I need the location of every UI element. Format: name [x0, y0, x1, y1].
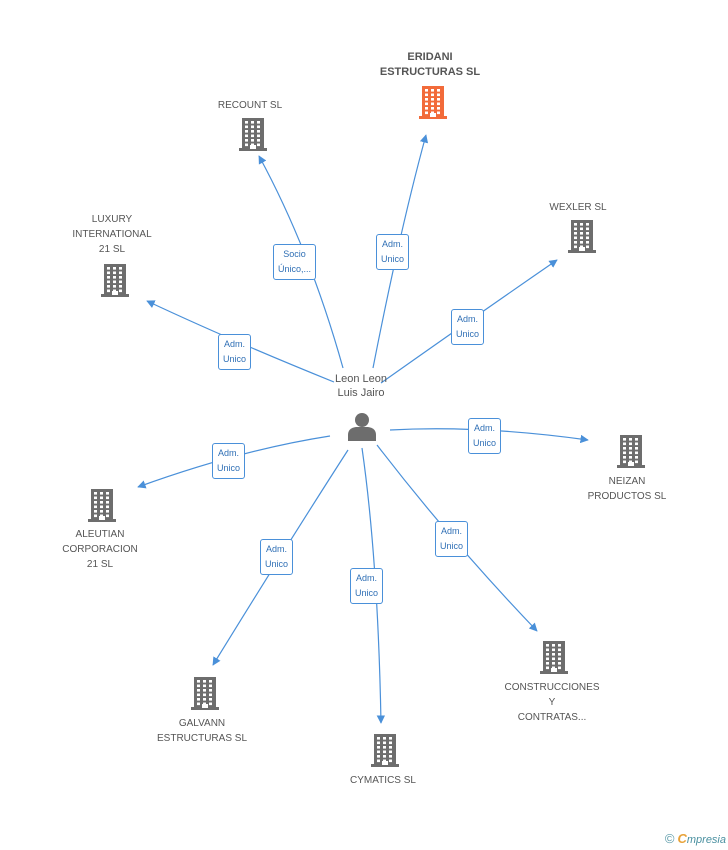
company-label-wexler[interactable]: WEXLER SL [549, 202, 607, 213]
person-icon[interactable] [347, 411, 377, 441]
building-icon[interactable] [417, 84, 449, 120]
copyright-symbol: © [664, 831, 675, 846]
relation-label-recount[interactable]: Socio Único,... [273, 244, 317, 280]
building-icon[interactable] [237, 116, 269, 152]
relation-label-wexler[interactable]: Adm. Unico [451, 309, 485, 345]
relation-label-cymatics[interactable]: Adm. Unico [350, 568, 384, 604]
person-name[interactable]: Leon Leon Luis Jairo [335, 373, 387, 399]
company-label-aleutian[interactable]: ALEUTIAN CORPORACION 21 SL [62, 529, 138, 570]
relation-label-galvann[interactable]: Adm. Unico [260, 539, 294, 575]
company-label-galvann[interactable]: GALVANN ESTRUCTURAS SL [156, 718, 248, 744]
relation-label-eridani[interactable]: Adm. Unico [376, 234, 410, 270]
company-label-eridani[interactable]: ERIDANI ESTRUCTURAS SL [379, 51, 481, 78]
building-icon[interactable] [189, 675, 221, 711]
building-icon[interactable] [86, 487, 118, 523]
building-icon[interactable] [615, 433, 647, 469]
footer-brand: ©Cmpresia [665, 831, 726, 846]
company-label-luxury[interactable]: LUXURY INTERNATIONAL 21 SL [72, 214, 152, 255]
building-icon[interactable] [369, 732, 401, 768]
brand-name: mpresia [686, 834, 726, 846]
brand-initial: C [677, 831, 687, 846]
company-label-cymatics[interactable]: CYMATICS SL [350, 775, 416, 786]
building-icon[interactable] [538, 639, 570, 675]
relation-label-luxury[interactable]: Adm. Unico [218, 334, 252, 370]
building-icon[interactable] [99, 262, 131, 298]
company-label-construcciones[interactable]: CONSTRUCCIONES Y CONTRATAS... [504, 682, 600, 723]
relation-label-aleutian[interactable]: Adm. Unico [212, 443, 246, 479]
company-label-neizan[interactable]: NEIZAN PRODUCTOS SL [587, 476, 667, 502]
company-label-recount[interactable]: RECOUNT SL [217, 100, 283, 111]
relation-label-construcciones[interactable]: Adm. Unico [435, 521, 469, 557]
relation-label-neizan[interactable]: Adm. Unico [468, 418, 502, 454]
building-icon[interactable] [566, 218, 598, 254]
